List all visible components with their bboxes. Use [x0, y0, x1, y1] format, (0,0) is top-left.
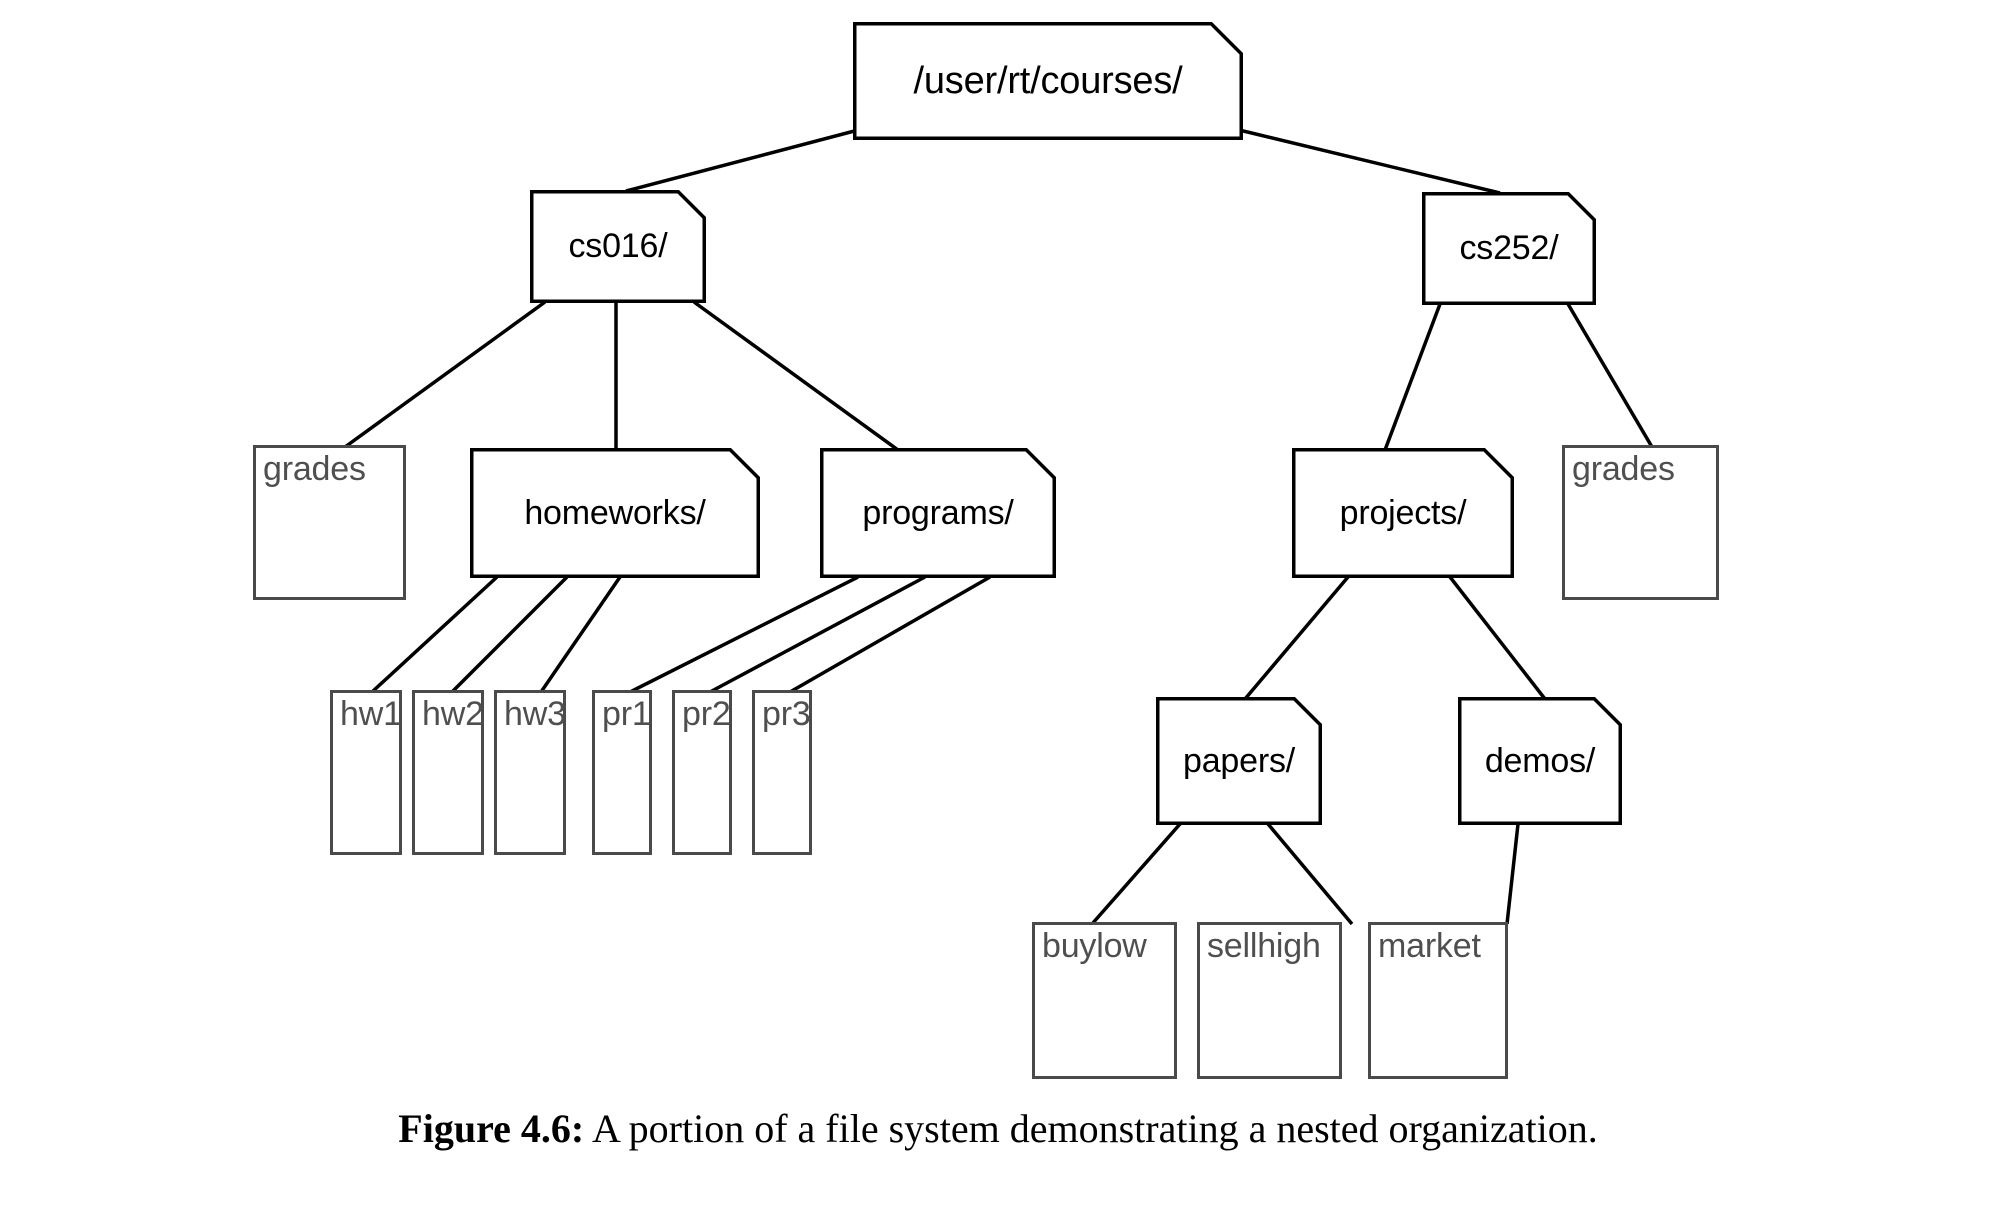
folder-outline-programs — [820, 448, 1056, 578]
tree-node-label-projects: projects/ — [1339, 493, 1467, 532]
tree-edge-projects-to-papers — [1243, 575, 1350, 701]
tree-node-hw2[interactable]: hw2 — [412, 690, 484, 855]
tree-edge-cs252-to-grades_r — [1566, 303, 1654, 448]
tree-edge-homeworks-to-hw3 — [539, 576, 622, 693]
tree-node-label-papers: papers/ — [1182, 741, 1295, 780]
tree-node-label-cs252: cs252/ — [1459, 229, 1559, 267]
figure-caption: Figure 4.6: A portion of a file system d… — [0, 1105, 1996, 1152]
tree-node-label-market: market — [1378, 927, 1481, 965]
tree-node-label-root: /user/rt/courses/ — [913, 59, 1183, 102]
tree-node-sellhigh[interactable]: sellhigh — [1197, 922, 1342, 1079]
tree-edge-root-to-cs016 — [625, 127, 863, 193]
folder-outline-papers — [1156, 697, 1322, 825]
tree-node-demos[interactable]: demos/ — [1458, 697, 1622, 825]
tree-edge-programs-to-pr1 — [629, 575, 859, 694]
tree-node-label-hw3: hw3 — [504, 695, 566, 733]
tree-node-label-pr1: pr1 — [602, 695, 651, 733]
tree-edge-programs-to-pr2 — [709, 575, 926, 694]
folder-outline-homeworks — [470, 448, 760, 578]
tree-edge-cs252-to-projects — [1383, 303, 1442, 451]
figure-caption-prefix: Figure 4.6: — [398, 1106, 585, 1151]
folder-outline-demos — [1458, 697, 1622, 825]
tree-node-label-grades_l: grades — [263, 450, 366, 488]
tree-edge-cs016-to-programs — [692, 300, 900, 452]
tree-node-root[interactable]: /user/rt/courses/ — [853, 22, 1243, 140]
tree-node-homeworks[interactable]: homeworks/ — [470, 448, 760, 578]
tree-node-label-hw1: hw1 — [340, 695, 402, 733]
tree-node-pr2[interactable]: pr2 — [672, 690, 732, 855]
tree-node-label-buylow: buylow — [1042, 927, 1147, 965]
folder-outline-cs252 — [1422, 192, 1596, 305]
tree-edge-root-to-cs252 — [1234, 127, 1501, 195]
tree-node-label-homeworks: homeworks/ — [524, 493, 706, 532]
tree-node-label-cs016: cs016/ — [568, 227, 668, 265]
tree-node-projects[interactable]: projects/ — [1292, 448, 1514, 578]
tree-edge-programs-to-pr3 — [789, 575, 991, 694]
tree-node-cs252[interactable]: cs252/ — [1422, 192, 1596, 305]
tree-node-programs[interactable]: programs/ — [820, 448, 1056, 578]
figure-caption-text: A portion of a file system demonstrating… — [592, 1106, 1598, 1151]
tree-edge-demos-to-market — [1505, 823, 1520, 925]
tree-edge-projects-to-demos — [1448, 575, 1547, 701]
tree-node-label-grades_r: grades — [1572, 450, 1675, 488]
tree-node-grades_r[interactable]: grades — [1562, 445, 1719, 600]
tree-node-label-demos: demos/ — [1484, 741, 1596, 780]
tree-node-cs016[interactable]: cs016/ — [530, 190, 706, 303]
folder-outline-projects — [1292, 448, 1514, 578]
tree-edge-papers-to-sellhigh — [1266, 822, 1354, 926]
tree-node-label-sellhigh: sellhigh — [1207, 927, 1321, 965]
tree-edge-cs016-to-grades_l — [343, 300, 547, 449]
tree-node-label-pr3: pr3 — [762, 695, 811, 733]
tree-node-label-pr2: pr2 — [682, 695, 731, 733]
tree-node-buylow[interactable]: buylow — [1032, 922, 1177, 1079]
tree-node-pr1[interactable]: pr1 — [592, 690, 652, 855]
folder-outline-cs016 — [530, 190, 706, 303]
tree-edge-homeworks-to-hw2 — [450, 575, 569, 694]
tree-node-hw1[interactable]: hw1 — [330, 690, 402, 855]
tree-edge-papers-to-buylow — [1090, 822, 1182, 926]
tree-node-label-programs: programs/ — [862, 493, 1014, 532]
tree-node-papers[interactable]: papers/ — [1156, 697, 1322, 825]
tree-node-market[interactable]: market — [1368, 922, 1508, 1079]
folder-outline-root — [853, 22, 1243, 140]
tree-node-hw3[interactable]: hw3 — [494, 690, 566, 855]
tree-node-grades_l[interactable]: grades — [253, 445, 406, 600]
tree-node-pr3[interactable]: pr3 — [752, 690, 812, 855]
tree-node-label-hw2: hw2 — [422, 695, 484, 733]
